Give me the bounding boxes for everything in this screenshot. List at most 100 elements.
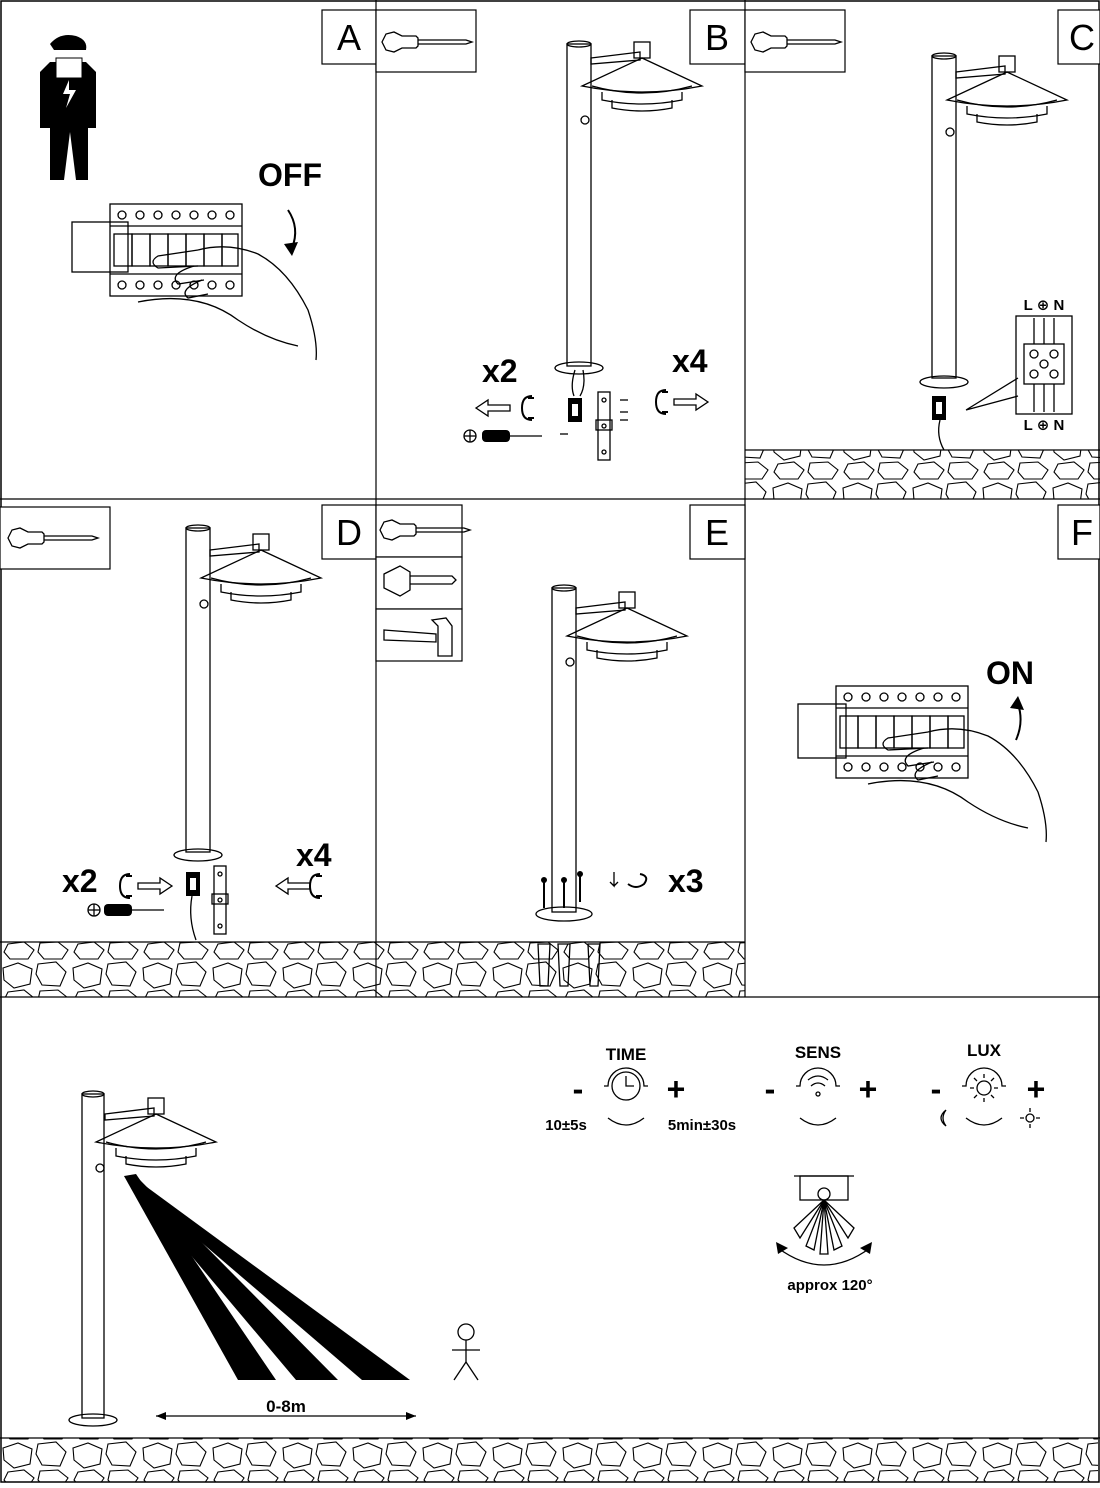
lamp-head (581, 41, 703, 112)
panel-c-letter: C (1069, 17, 1095, 58)
screws-b (560, 399, 628, 435)
sens-rotate-arrow (799, 1117, 837, 1126)
sens-control: SENS - + (765, 1043, 878, 1126)
clip-icon-right (655, 389, 669, 415)
lux-plus: + (1027, 1071, 1046, 1107)
ground-e (376, 942, 745, 997)
lamp-pole-d (185, 527, 211, 853)
off-label: OFF (258, 157, 322, 193)
ground-d (0, 942, 376, 997)
detection-angle-diagram: approx 120° (776, 1175, 873, 1294)
lamp-pole-sensor (81, 1093, 105, 1419)
motion-sensor (95, 1163, 105, 1173)
breaker-panel-f (835, 685, 969, 779)
detection-beams (124, 1174, 410, 1380)
arrow-right-icon-d (137, 877, 173, 895)
lux-control: LUX - + (931, 1041, 1046, 1128)
wifi-icon (807, 1075, 829, 1087)
clock-icon (611, 1071, 641, 1101)
panel-f: F ON (797, 504, 1100, 843)
junction-box-c (932, 396, 946, 420)
terminal-top-label: L ⊕ N (1024, 297, 1065, 314)
range-label: 0-8m (266, 1397, 306, 1416)
time-max-value: 5min±30s (668, 1117, 736, 1134)
rotate-icon (627, 873, 648, 888)
d-x2-label: x2 (62, 863, 98, 899)
ground-c (745, 450, 1100, 499)
b-x2-label: x2 (482, 353, 518, 389)
arrow-right-icon (673, 393, 709, 411)
small-screwdriver-icon (482, 430, 510, 442)
terminal-bottom-label: L ⊕ N (1024, 417, 1065, 434)
panel-d-letter: D (336, 512, 362, 553)
sens-plus: + (859, 1071, 878, 1107)
sens-title: SENS (795, 1043, 841, 1062)
panel-c-tool-box (744, 9, 846, 73)
clip-icon-d (119, 873, 133, 899)
hammer-icon (383, 617, 453, 657)
panel-a: A OFF (39, 9, 377, 361)
wall-plugs (537, 943, 601, 987)
time-rotate-arrow (607, 1117, 645, 1126)
lux-dial (962, 1067, 1006, 1087)
mounting-plate-d (211, 865, 229, 935)
time-dial (604, 1067, 648, 1087)
panel-f-letter-box (1057, 504, 1100, 560)
time-min-value: 10±5s (545, 1117, 587, 1134)
panel-e: E x3 (375, 504, 746, 997)
panel-e-tool-box-3 (375, 608, 463, 662)
sun-icon (976, 1080, 992, 1096)
moon-icon (940, 1109, 947, 1127)
panel-b-tool-box (375, 9, 477, 73)
clip-icon-d-right (309, 873, 323, 899)
panel-b-letter: B (705, 17, 729, 58)
time-title: TIME (606, 1045, 647, 1064)
arrow-left-icon-d (275, 877, 311, 895)
panel-e-letter: E (705, 512, 729, 553)
lux-title: LUX (967, 1041, 1002, 1060)
b-x4-label: x4 (672, 343, 708, 379)
clip-icon (521, 395, 535, 421)
off-arrow-icon (287, 209, 297, 249)
drill-icon (383, 565, 457, 597)
panel-a-letter: A (337, 17, 361, 58)
ground-bottom (2, 1438, 1098, 1482)
lamp-head-c (946, 55, 1068, 126)
mounting-plate (595, 391, 613, 461)
time-plus: + (667, 1071, 686, 1107)
lamp-head-e (566, 591, 688, 662)
lamp-head-sensor (95, 1097, 217, 1168)
panel-e-tool-box-2 (375, 556, 463, 610)
arrow-left-icon (475, 399, 511, 417)
sensor-section: 0-8m TIME - + 10±5s 5min±30s SENS - (0, 1041, 1100, 1482)
time-minus: - (573, 1071, 584, 1107)
down-arrow-icon (609, 872, 619, 888)
electrician-warning-icon (39, 34, 97, 181)
on-label: ON (986, 655, 1034, 691)
small-sun-icon (1025, 1113, 1035, 1123)
e-x3-label: x3 (668, 863, 704, 899)
lamp-pole (566, 43, 592, 367)
panel-c: C L ⊕ N L ⊕ N (744, 9, 1100, 499)
lux-rotate-arrow (965, 1117, 1003, 1126)
lamp-pole-e (551, 587, 577, 913)
terminal-block (1015, 315, 1073, 415)
panel-e-letter-box (689, 504, 746, 560)
panel-b: B x2 x4 (375, 9, 746, 461)
sens-minus: - (765, 1071, 776, 1107)
d-x4-label: x4 (296, 837, 332, 873)
panel-c-letter-box (1057, 9, 1100, 65)
hand-switch-on-icon (867, 728, 1047, 843)
panel-d: D x2 x4 (0, 504, 377, 997)
lux-minus: - (931, 1071, 942, 1107)
lamp-pole-c (931, 55, 957, 379)
panel-a-letter-box (321, 9, 377, 65)
hand-switch-off-icon (137, 246, 317, 361)
anchor-screws (541, 871, 583, 908)
panel-b-letter-box (689, 9, 746, 65)
panel-a-enclosure (71, 221, 129, 273)
panel-f-letter: F (1071, 512, 1093, 553)
person-icon (452, 1323, 480, 1381)
